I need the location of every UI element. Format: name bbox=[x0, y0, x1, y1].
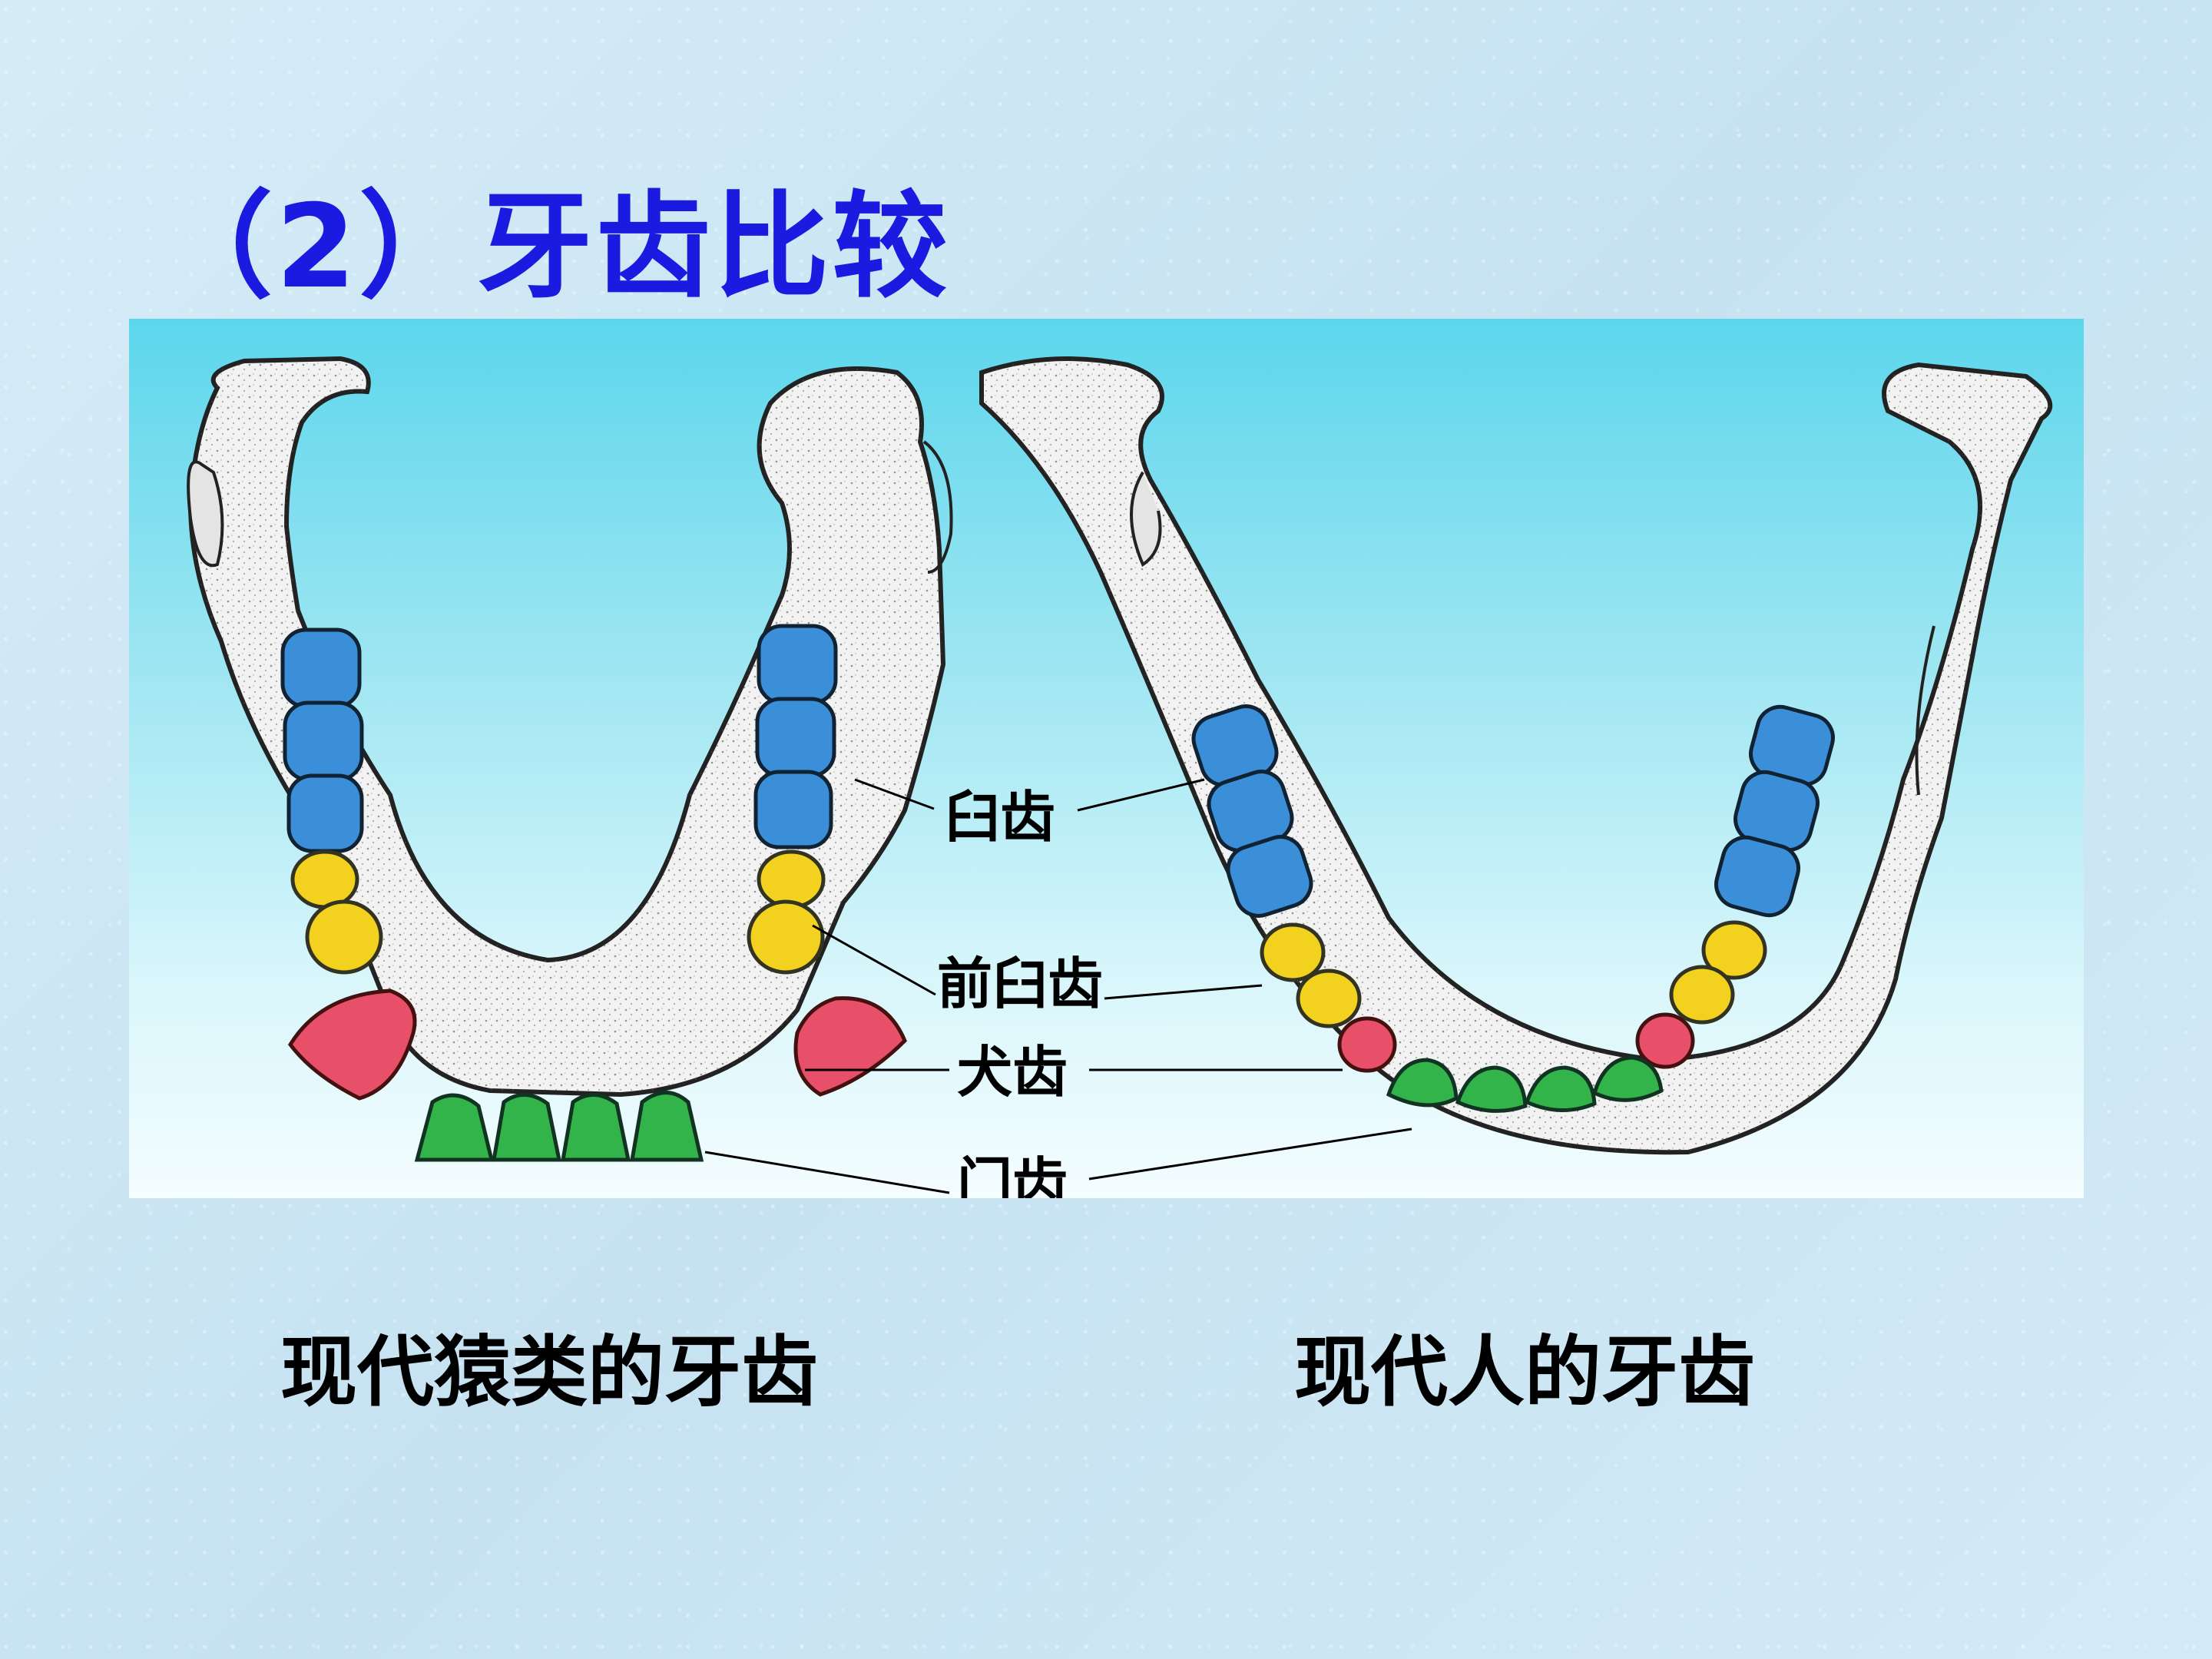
ape-premolar bbox=[759, 852, 823, 907]
ape-molar bbox=[283, 630, 359, 707]
slide-title: （2）牙齿比较 bbox=[157, 154, 950, 320]
human-canine bbox=[1339, 1018, 1395, 1071]
ape-incisor bbox=[563, 1094, 628, 1160]
caption-ape: 现代猿类的牙齿 bbox=[280, 1310, 818, 1421]
human-premolar bbox=[1671, 967, 1733, 1022]
ape-molars-left bbox=[283, 630, 362, 851]
human-premolar bbox=[1262, 925, 1323, 980]
ape-jaw bbox=[188, 359, 951, 1160]
ape-premolar bbox=[749, 902, 823, 972]
incisor-leader-ape bbox=[705, 1152, 949, 1193]
caption-human: 现代人的牙齿 bbox=[1294, 1310, 1755, 1421]
ape-molar bbox=[759, 626, 836, 703]
ape-canine bbox=[796, 998, 905, 1094]
premolar-leader-ape bbox=[813, 926, 935, 995]
jaw-comparison-figure: 臼齿 前臼齿 犬齿 门齿 bbox=[129, 319, 2084, 1198]
ape-incisor bbox=[417, 1095, 492, 1160]
human-premolar bbox=[1298, 971, 1359, 1026]
human-jaw bbox=[982, 359, 2050, 1152]
ape-molars-right bbox=[756, 626, 836, 847]
label-premolar: 前臼齿 bbox=[937, 956, 1103, 1012]
ape-incisor bbox=[632, 1093, 701, 1161]
incisor-leader-human bbox=[1089, 1129, 1412, 1179]
label-incisor: 门齿 bbox=[957, 1156, 1068, 1198]
human-canine bbox=[1637, 1015, 1693, 1067]
ape-molar bbox=[757, 699, 834, 776]
ape-incisors bbox=[417, 1093, 701, 1161]
molar-leader-human bbox=[1078, 780, 1204, 810]
label-molar: 臼齿 bbox=[945, 790, 1055, 845]
ape-premolar bbox=[307, 902, 381, 972]
ape-molar bbox=[756, 772, 831, 847]
jaw-illustrations bbox=[129, 319, 2084, 1198]
human-molars-right bbox=[1711, 702, 1838, 921]
ape-molar bbox=[289, 776, 362, 851]
ape-molar bbox=[285, 703, 362, 780]
ape-canine bbox=[290, 991, 415, 1098]
ape-premolar bbox=[293, 852, 357, 907]
label-canine: 犬齿 bbox=[957, 1045, 1068, 1100]
premolar-leader-human bbox=[1104, 985, 1262, 998]
ape-incisor bbox=[494, 1094, 559, 1160]
